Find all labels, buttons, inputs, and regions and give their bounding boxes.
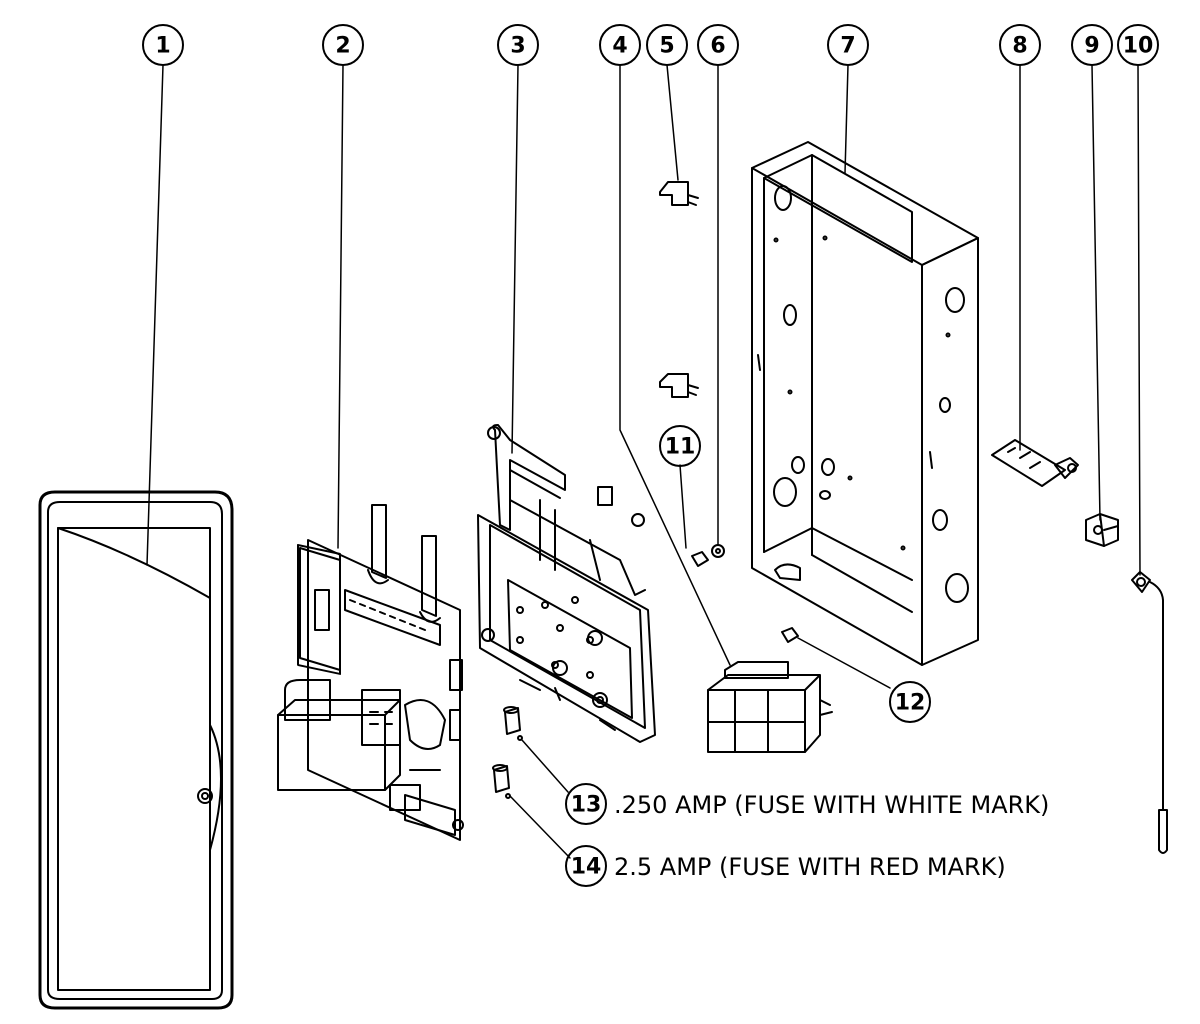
- part-4-transformer: [707, 661, 833, 753]
- callout-circles: [142, 24, 1159, 887]
- part-7-enclosure: [751, 141, 979, 666]
- part-6-nut: [711, 544, 725, 558]
- callout-10: 10: [1123, 34, 1154, 59]
- callout-7: 7: [840, 34, 855, 59]
- fuse-13-note: .250 AMP (FUSE WITH WHITE MARK): [614, 791, 1049, 819]
- callout-13: 13: [571, 793, 602, 818]
- part-5-clips: [659, 181, 699, 398]
- callout-8: 8: [1012, 34, 1027, 59]
- part-10-probe: [1131, 571, 1168, 854]
- callout-14: 14: [571, 855, 602, 880]
- part-12-screw: [781, 627, 799, 643]
- part-11-screw: [691, 551, 709, 567]
- part-14-fuse: [492, 764, 511, 799]
- callout-2: 2: [335, 34, 350, 59]
- fuse-14-note: 2.5 AMP (FUSE WITH RED MARK): [614, 853, 1006, 881]
- callout-11: 11: [665, 435, 696, 460]
- callout-5: 5: [659, 34, 674, 59]
- part-2-control-board: [277, 504, 464, 841]
- part-1-front-cover: [38, 490, 234, 1010]
- callout-6: 6: [710, 34, 725, 59]
- callout-9: 9: [1084, 34, 1099, 59]
- part-8-sensor-board: [991, 439, 1079, 487]
- part-3-mounting-plate: [477, 424, 656, 743]
- callout-1: 1: [155, 34, 170, 59]
- part-13-fuse: [503, 706, 523, 741]
- callout-3: 3: [510, 34, 525, 59]
- callout-4: 4: [612, 34, 627, 59]
- callout-labels: 1 2 3 4 5 6 7 8 9 10 11 12 13 14: [155, 34, 1153, 880]
- callout-12: 12: [895, 691, 926, 716]
- leader-lines: [146, 64, 1141, 859]
- part-9-bracket: [1085, 513, 1119, 547]
